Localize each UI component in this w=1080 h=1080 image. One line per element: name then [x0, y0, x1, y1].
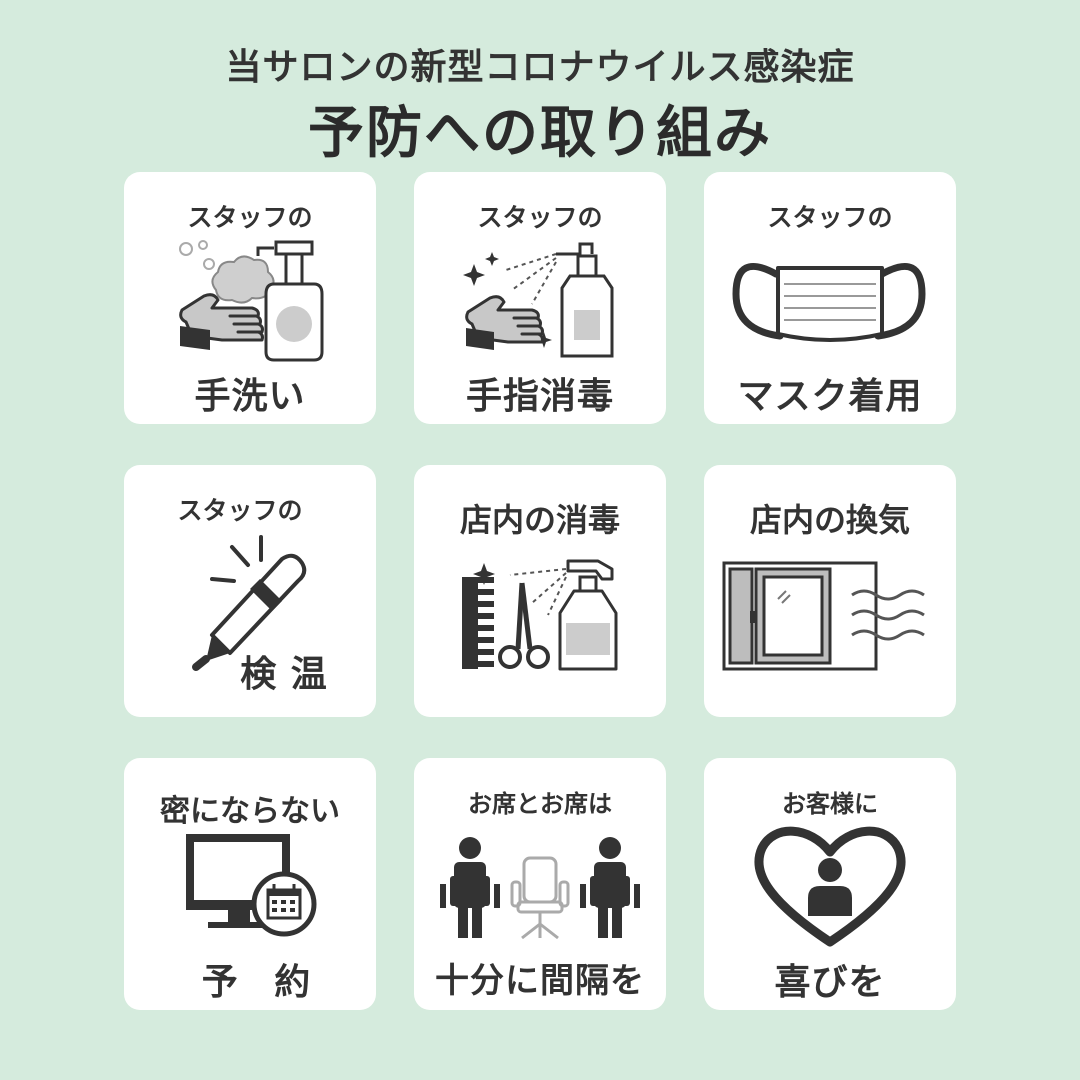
heart-person-icon	[754, 826, 906, 947]
mask-icon	[732, 262, 926, 342]
card-bottom-label: 検 温	[240, 654, 328, 695]
handwash-icon	[179, 240, 324, 362]
card-top-label: スタッフの	[177, 496, 303, 525]
card-thermometer: スタッフの 検 温	[124, 465, 376, 717]
card-top-label: スタッフの	[187, 203, 313, 232]
card-bottom-label: 手指消毒	[465, 376, 614, 417]
card-handwash: スタッフの 手洗い	[124, 172, 376, 424]
card-top-label: 店内の換気	[749, 501, 910, 539]
card-top-label: スタッフの	[477, 203, 603, 232]
card-bottom-label: 予 約	[201, 962, 323, 1003]
card-bottom-label: 喜びを	[774, 962, 886, 1003]
card-top-label: お客様に	[782, 790, 878, 818]
header: 当サロンの新型コロナウイルス感染症 予防への取り組み	[0, 0, 1080, 166]
card-seat-distance: お席とお席は	[414, 758, 666, 1010]
card-store-ventilation: 店内の換気	[704, 465, 956, 717]
card-bottom-label: 十分に間隔を	[435, 961, 645, 1001]
card-bottom-label: 手洗い	[194, 376, 306, 417]
card-mask: スタッフの マスク着用	[704, 172, 956, 424]
card-bottom-label: マスク着用	[737, 376, 923, 417]
card-top-label: お席とお席は	[468, 790, 612, 818]
card-top-label: スタッフの	[767, 203, 893, 232]
card-reservation: 密にならない 予 約	[124, 758, 376, 1010]
seat-distance-icon	[440, 837, 640, 940]
sanitizer-spray-icon	[463, 242, 614, 358]
page-title: 予防への取り組み	[308, 101, 772, 166]
card-customer-joy: お客様に 喜びを	[704, 758, 956, 1010]
window-ventilation-icon	[722, 561, 925, 671]
card-store-disinfection: 店内の消毒	[414, 465, 666, 717]
card-top-label: 店内の消毒	[459, 501, 620, 539]
thermometer-icon	[192, 535, 307, 671]
computer-calendar-icon	[186, 834, 317, 937]
card-top-label: 密にならない	[160, 794, 340, 829]
page-subtitle: 当サロンの新型コロナウイルス感染症	[225, 47, 855, 88]
card-sanitizer: スタッフの 手指消毒	[414, 172, 666, 424]
tool-disinfect-icon	[462, 559, 618, 671]
